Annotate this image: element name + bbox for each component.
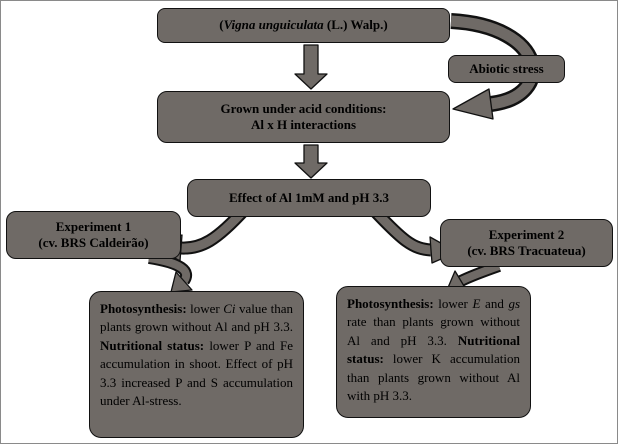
result2-box: Photosynthesis: lower E and gs rate than… bbox=[336, 286, 531, 418]
species-label: (Vigna unguiculata (L.) Walp.) bbox=[219, 17, 387, 33]
species-label-rest: (L.) Walp.) bbox=[323, 17, 388, 33]
arrow-acid-to-effect bbox=[294, 144, 328, 179]
experiment2-line1: Experiment 2 bbox=[488, 226, 565, 242]
curved-arrow-shaft bbox=[180, 204, 250, 253]
experiment2-line2: (cv. BRS Tracuateua) bbox=[467, 243, 586, 258]
curved-arrow-shaft bbox=[148, 254, 190, 284]
arrow-species-to-acid bbox=[294, 44, 328, 90]
result2-nutri-text: lower K accumulation than plants grown w… bbox=[347, 351, 520, 404]
experiment1-line2: (cv. BRS Caldeirão) bbox=[38, 235, 149, 250]
acid-conditions-line2: Al x H interactions bbox=[250, 117, 357, 132]
result1-nutri-label: Nutritional status: bbox=[100, 337, 205, 353]
abiotic-stress-box: Abiotic stress bbox=[448, 55, 565, 83]
result2-photo-italic2: gs bbox=[508, 296, 520, 311]
species-label-open: ( bbox=[219, 17, 224, 33]
species-box: (Vigna unguiculata (L.) Walp.) bbox=[157, 8, 450, 43]
result2-photo-italic1: E bbox=[472, 296, 481, 311]
result1-photo-italic: Ci bbox=[223, 301, 236, 316]
result1-photo-label: Photosynthesis: bbox=[100, 301, 187, 316]
result2-nutri-label: Nutritional status: bbox=[347, 332, 520, 367]
down-arrow-icon bbox=[294, 144, 328, 179]
left-arrowhead-icon bbox=[452, 88, 494, 120]
result2-photo-post: rate than plants grown without Al and pH… bbox=[347, 314, 520, 348]
result1-photo-pre: lower bbox=[186, 301, 224, 316]
result2-photo-mid: and bbox=[480, 296, 509, 311]
experiment1-box: Experiment 1 (cv. BRS Caldeirão) bbox=[6, 211, 181, 259]
species-label-italic: Vigna unguiculata bbox=[223, 17, 324, 33]
effect-label: Effect of Al 1mM and pH 3.3 bbox=[229, 189, 389, 205]
down-arrow-icon bbox=[294, 44, 328, 90]
result1-box: Photosynthesis: lower Ci value than plan… bbox=[89, 291, 304, 438]
abiotic-stress-label: Abiotic stress bbox=[469, 60, 544, 76]
acid-conditions-box: Grown under acid conditions: Al x H inte… bbox=[157, 91, 450, 143]
result1-photo-post: value than plants grown without Al and p… bbox=[100, 301, 293, 335]
result1-nutri-text: lower P and Fe accumulation in shoot. Ef… bbox=[100, 337, 293, 409]
effect-box: Effect of Al 1mM and pH 3.3 bbox=[187, 179, 431, 217]
experiment2-box: Experiment 2 (cv. BRS Tracuateua) bbox=[440, 219, 613, 267]
result2-photo-pre: lower bbox=[433, 296, 473, 311]
arrow-exp1-to-result1 bbox=[148, 252, 193, 293]
experiment1-line1: Experiment 1 bbox=[55, 218, 132, 234]
curved-arrow-shaft bbox=[369, 205, 432, 255]
curved-arrow-shaft bbox=[459, 262, 501, 285]
acid-conditions-line1: Grown under acid conditions: bbox=[220, 100, 387, 116]
result2-photo-label: Photosynthesis: bbox=[347, 296, 434, 311]
